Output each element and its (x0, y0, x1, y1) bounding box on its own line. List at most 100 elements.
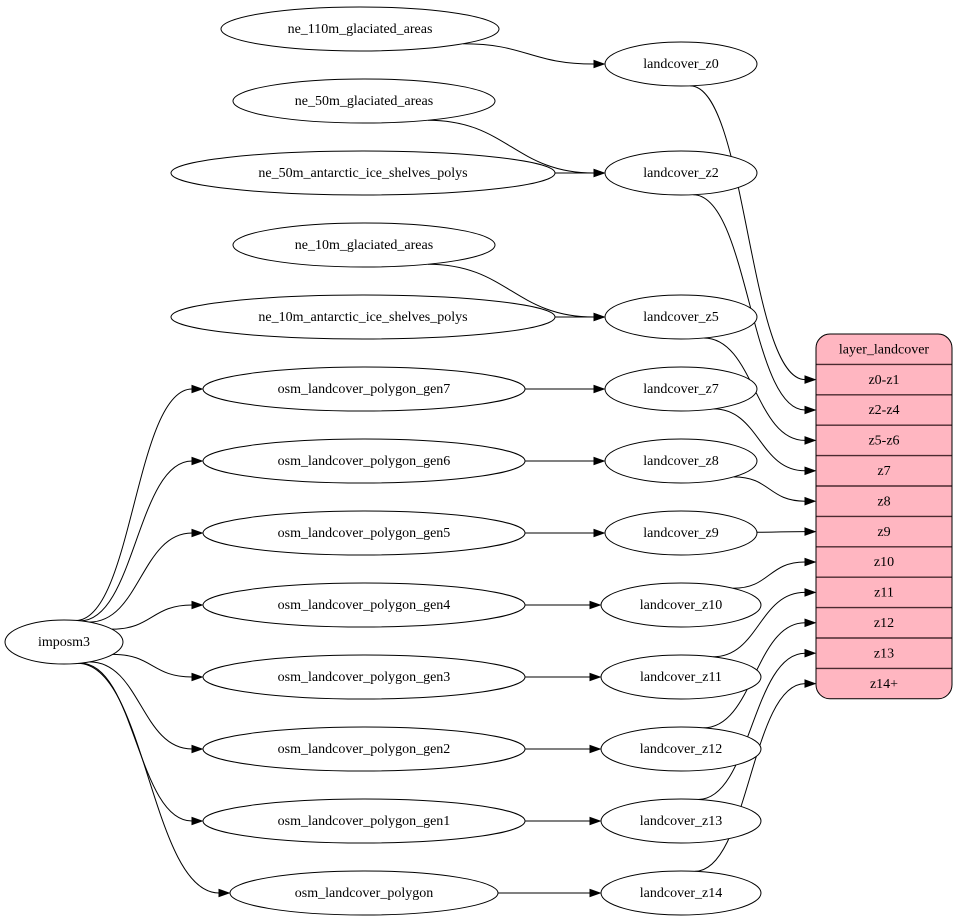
node-landcover_z9[interactable]: landcover_z9 (604, 510, 758, 556)
table-row-z13[interactable]: z13 (816, 638, 952, 668)
node-ellipse-osm_landcover_polygon_gen6 (202, 438, 526, 484)
edge-arrowhead (191, 744, 204, 754)
node-landcover_z12[interactable]: landcover_z12 (600, 726, 762, 772)
edge-arrowhead (593, 59, 606, 69)
edge-landcover_z11-to-layer-landcover-z11 (712, 591, 806, 658)
edge-landcover_z13-to-layer-landcover-z13 (698, 652, 806, 801)
edge-arrowhead (804, 679, 817, 688)
edge-imposm3-to-osm-landcover-polygon-gen6 (80, 460, 193, 622)
node-ellipse-osm_landcover_polygon_gen5 (202, 510, 526, 556)
edge-imposm3-to-osm-landcover-polygon (78, 662, 220, 894)
table-cell-label-z14-: z14+ (870, 677, 898, 692)
node-ellipse-ne_50m_glaciated_areas (232, 78, 496, 124)
node-label-osm_landcover_polygon_gen6: osm_landcover_polygon_gen6 (278, 454, 451, 469)
edge-arrowhead (804, 618, 817, 628)
node-ellipse-landcover_z12 (600, 726, 762, 772)
node-ne_110m_glaciated_areas[interactable]: ne_110m_glaciated_areas (220, 6, 500, 52)
table-cell-label-header: layer_landcover (839, 342, 930, 357)
node-landcover_z2[interactable]: landcover_z2 (604, 150, 758, 196)
table-row-z9[interactable]: z9 (816, 516, 952, 546)
edge-arrowhead (804, 588, 817, 597)
node-ellipse-osm_landcover_polygon (229, 870, 499, 916)
table-cell-label-z11: z11 (874, 586, 894, 601)
table-row-z8[interactable]: z8 (816, 486, 952, 516)
table-row-z12[interactable]: z12 (816, 608, 952, 638)
node-osm_landcover_polygon_gen6[interactable]: osm_landcover_polygon_gen6 (202, 438, 526, 484)
edge-arrowhead (589, 744, 602, 754)
edge-arrowhead (593, 168, 606, 178)
edge-arrowhead (804, 648, 817, 658)
edge-arrowhead (191, 456, 204, 466)
node-osm_landcover_polygon_gen7[interactable]: osm_landcover_polygon_gen7 (202, 366, 526, 412)
table-row-z7[interactable]: z7 (816, 456, 952, 486)
edge-arrowhead (593, 528, 606, 538)
edge-arrowhead (593, 384, 606, 394)
edge-imposm3-to-osm-landcover-polygon-gen1 (80, 662, 193, 822)
node-ellipse-landcover_z13 (600, 798, 762, 844)
node-landcover_z5[interactable]: landcover_z5 (604, 294, 758, 340)
node-ellipse-landcover_z2 (604, 150, 758, 196)
source-nodes-layer: imposm3 ne_110m_glaciated_areas ne_50m_gla… (4, 6, 556, 916)
node-label-landcover_z0: landcover_z0 (643, 57, 718, 72)
node-osm_landcover_polygon_gen4[interactable]: osm_landcover_polygon_gen4 (202, 582, 526, 628)
edge-arrowhead (218, 888, 231, 898)
node-ne_50m_glaciated_areas[interactable]: ne_50m_glaciated_areas (232, 78, 496, 124)
edge-landcover_z0-to-layer-landcover-z0-z1 (690, 85, 806, 381)
table-row-z2-z4[interactable]: z2-z4 (816, 395, 952, 425)
node-landcover_z14[interactable]: landcover_z14 (600, 870, 762, 916)
node-ellipse-imposm3 (4, 619, 124, 665)
node-osm_landcover_polygon_gen3[interactable]: osm_landcover_polygon_gen3 (202, 654, 526, 700)
edge-imposm3-to-osm-landcover-polygon-gen7 (75, 388, 193, 621)
node-osm_landcover_polygon_gen1[interactable]: osm_landcover_polygon_gen1 (202, 798, 526, 844)
table-row-z5-z6[interactable]: z5-z6 (816, 425, 952, 455)
edge-landcover_z2-to-layer-landcover-z2-z4 (693, 194, 806, 411)
table-cell-label-z12: z12 (874, 616, 894, 631)
table-row-z14-[interactable]: z14+ (816, 668, 952, 698)
edge-landcover_z8-to-layer-landcover-z8 (733, 476, 806, 502)
node-ellipse-landcover_z14 (600, 870, 762, 916)
table-row-z10[interactable]: z10 (816, 547, 952, 577)
node-osm_landcover_polygon_gen2[interactable]: osm_landcover_polygon_gen2 (202, 726, 526, 772)
edge-arrowhead (191, 816, 204, 826)
edge-arrowhead (589, 600, 602, 610)
node-landcover_z11[interactable]: landcover_z11 (600, 654, 762, 700)
node-ellipse-osm_landcover_polygon_gen3 (202, 654, 526, 700)
node-ellipse-landcover_z11 (600, 654, 762, 700)
node-landcover_z13[interactable]: landcover_z13 (600, 798, 762, 844)
node-label-osm_landcover_polygon: osm_landcover_polygon (295, 886, 433, 901)
table-row-z11[interactable]: z11 (816, 577, 952, 607)
node-label-landcover_z12: landcover_z12 (640, 742, 722, 757)
node-landcover_z8[interactable]: landcover_z8 (604, 438, 758, 484)
node-imposm3[interactable]: imposm3 (4, 619, 124, 665)
edge-arrowhead (804, 466, 817, 476)
table-row-header[interactable]: layer_landcover (816, 334, 952, 364)
node-ne_10m_glaciated_areas[interactable]: ne_10m_glaciated_areas (232, 222, 496, 268)
edge-arrowhead (589, 672, 602, 682)
node-ellipse-landcover_z7 (604, 366, 758, 412)
node-landcover_z10[interactable]: landcover_z10 (600, 582, 762, 628)
node-osm_landcover_polygon[interactable]: osm_landcover_polygon (229, 870, 499, 916)
node-ellipse-osm_landcover_polygon_gen4 (202, 582, 526, 628)
node-ellipse-ne_50m_antarctic_ice_shelves_polys (170, 150, 556, 196)
table-row-z0-z1[interactable]: z0-z1 (816, 364, 952, 394)
edge-imposm3-to-osm-landcover-polygon-gen3 (112, 653, 193, 678)
node-label-ne_10m_antarctic_ice_shelves_polys: ne_10m_antarctic_ice_shelves_polys (258, 310, 467, 325)
node-label-ne_10m_glaciated_areas: ne_10m_glaciated_areas (295, 238, 433, 253)
edge-ne_10m_glaciated_areas-to-landcover-z5 (427, 263, 595, 318)
table-cell-label-z5-z6: z5-z6 (868, 434, 899, 449)
node-ellipse-osm_landcover_polygon_gen7 (202, 366, 526, 412)
node-ellipse-landcover_z10 (600, 582, 762, 628)
node-landcover_z0[interactable]: landcover_z0 (604, 41, 758, 87)
edge-arrowhead (191, 672, 204, 682)
node-ne_10m_antarctic_ice_shelves_polys[interactable]: ne_10m_antarctic_ice_shelves_polys (170, 294, 556, 340)
node-osm_landcover_polygon_gen5[interactable]: osm_landcover_polygon_gen5 (202, 510, 526, 556)
layer-nodes-layer: landcover_z0 landcover_z2 landcover_z5land… (600, 41, 762, 916)
node-ellipse-ne_110m_glaciated_areas (220, 6, 500, 52)
node-label-landcover_z9: landcover_z9 (643, 526, 718, 541)
node-landcover_z7[interactable]: landcover_z7 (604, 366, 758, 412)
node-ne_50m_antarctic_ice_shelves_polys[interactable]: ne_50m_antarctic_ice_shelves_polys (170, 150, 556, 196)
edge-arrowhead (804, 436, 817, 445)
